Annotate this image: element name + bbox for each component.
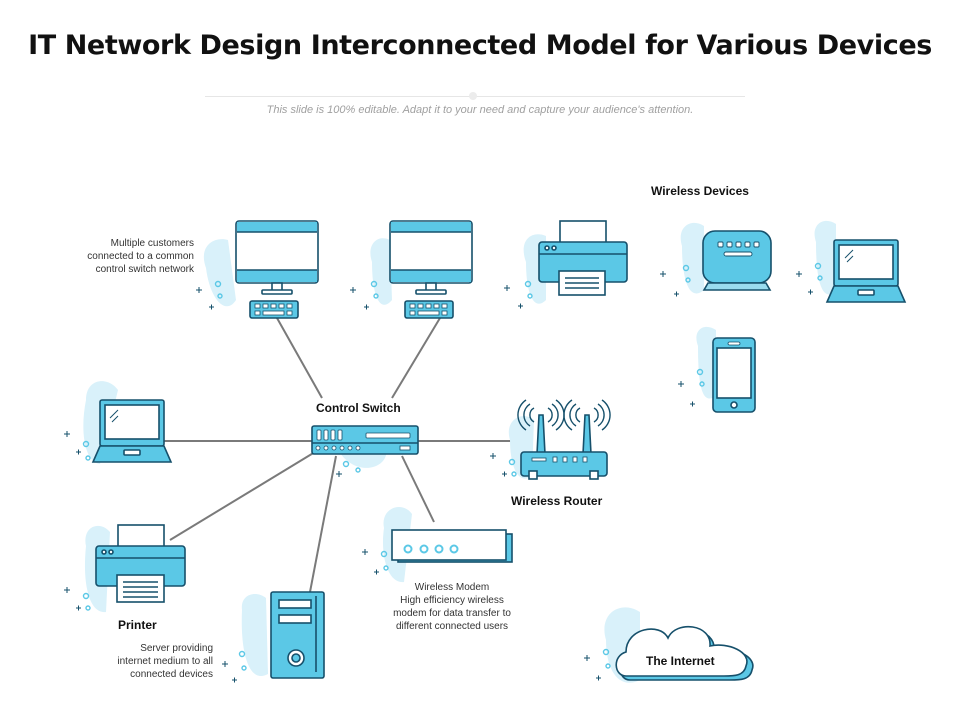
printer-label: Printer <box>118 618 157 632</box>
wireless-router-label: Wireless Router <box>511 494 603 508</box>
server-note: Server providing internet medium to all … <box>62 642 213 681</box>
customers-note-line: Multiple customers <box>110 238 194 249</box>
printer-icon-top <box>504 220 628 309</box>
page-subtitle: This slide is 100% editable. Adapt it to… <box>266 104 694 116</box>
link-switch-printer <box>169 451 316 541</box>
modem-note-line: different connected users <box>395 621 509 632</box>
link-switch-modem <box>401 455 435 523</box>
modem-note-line: modem for data transfer to <box>393 608 511 619</box>
desktop-monitor-icon-left <box>196 220 319 319</box>
wireless-devices-label: Wireless Devices <box>651 184 749 198</box>
server-note-line: connected devices <box>130 669 213 680</box>
smartphone-icon <box>678 326 756 413</box>
laptop-icon-left <box>64 381 173 464</box>
internet-label: The Internet <box>646 654 715 668</box>
link-switch-monitor-left <box>276 317 323 399</box>
server-note-line: internet medium to all <box>117 656 213 667</box>
laptop-icon-top-right <box>796 220 907 303</box>
customers-note: Multiple customers connected to a common… <box>40 237 194 276</box>
modem-note-line: High efficiency wireless <box>400 595 504 606</box>
link-switch-server <box>309 455 337 593</box>
connector-lines <box>160 317 520 593</box>
server-tower-icon <box>222 591 325 683</box>
customers-note-line: control switch network <box>95 264 194 275</box>
subtitle-divider-dot <box>469 92 477 100</box>
wireless-router-icon <box>490 399 611 480</box>
control-switch-icon <box>311 425 419 477</box>
control-switch-label: Control Switch <box>316 401 401 415</box>
internet-cloud-icon <box>584 607 754 683</box>
server-note-line: Server providing <box>140 643 213 654</box>
wireless-modem-icon <box>362 506 513 583</box>
smart-speaker-icon <box>660 222 772 297</box>
customers-note-line: connected to a common <box>87 251 194 262</box>
link-switch-monitor-right <box>391 317 441 399</box>
modem-note: Wireless Modem High efficiency wireless … <box>372 581 532 633</box>
modem-note-line: Wireless Modem <box>414 582 490 593</box>
desktop-monitor-icon-right <box>350 220 473 319</box>
printer-icon-left <box>64 524 186 613</box>
page-title: IT Network Design Interconnected Model f… <box>28 30 932 61</box>
